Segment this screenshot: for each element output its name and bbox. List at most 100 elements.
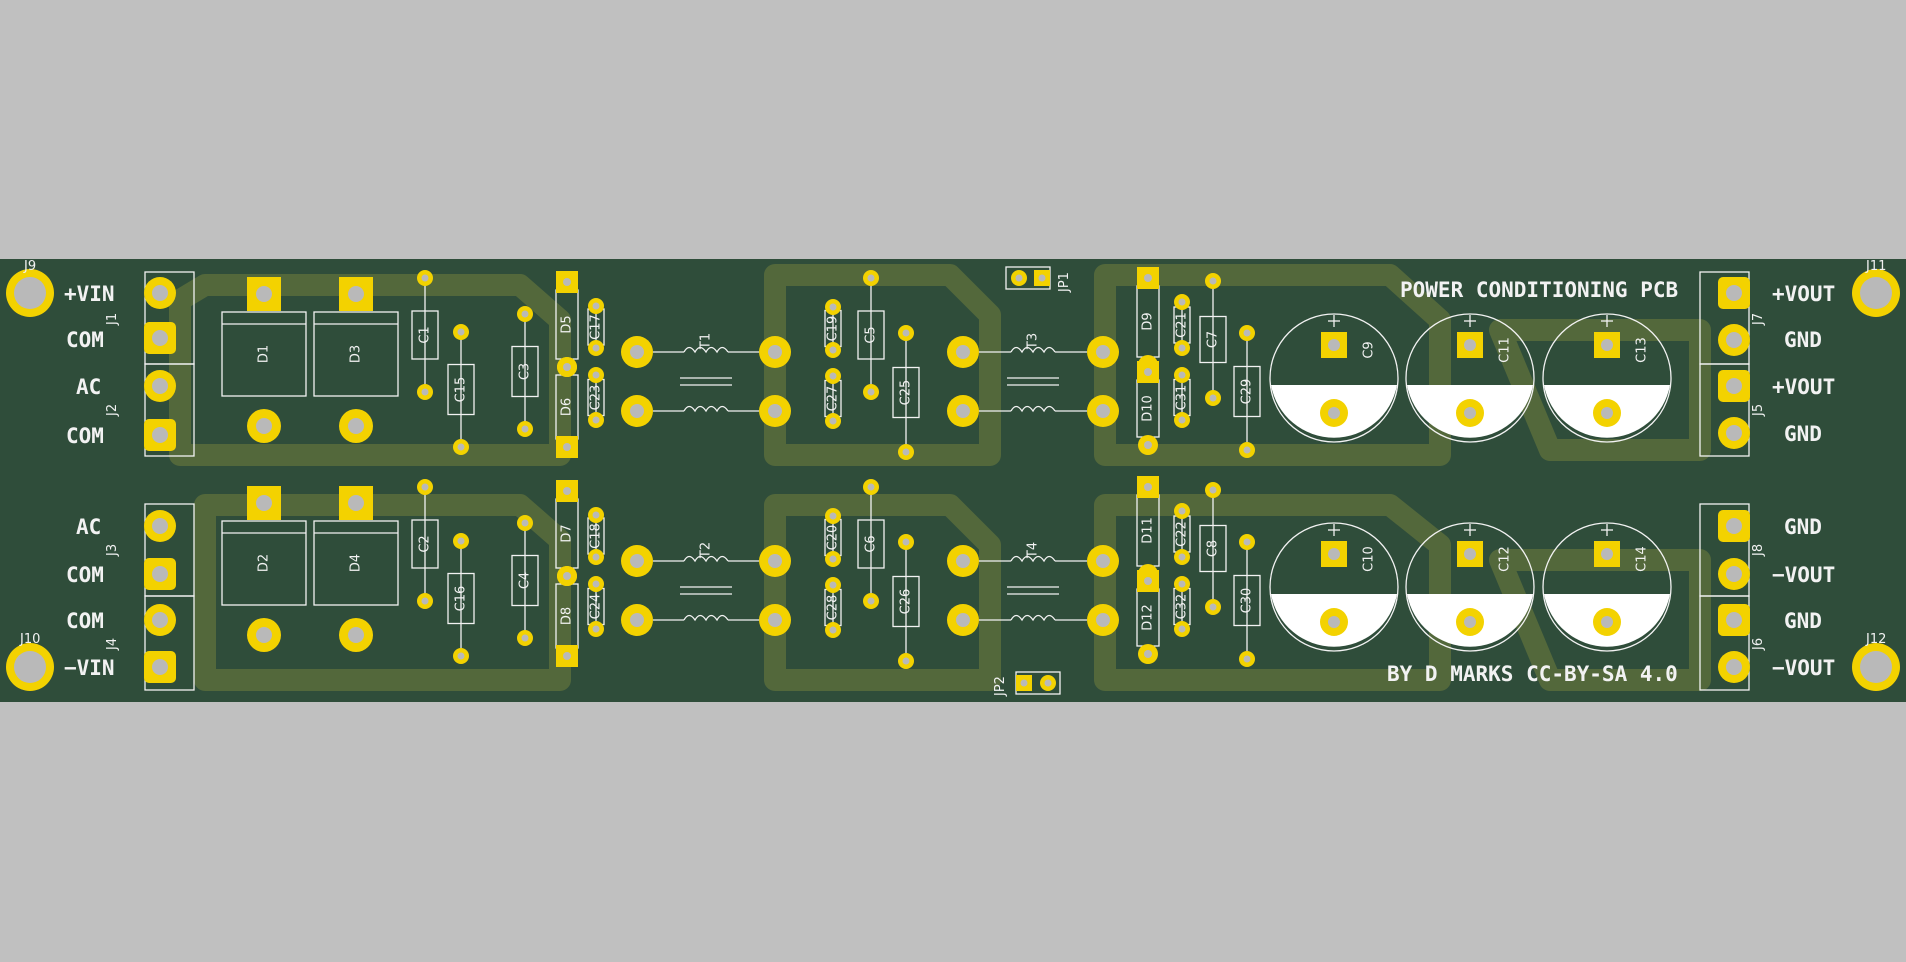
capacitor-c32: C32	[1173, 576, 1191, 637]
ref-label: D8	[560, 607, 575, 625]
ref-label: D11	[1141, 517, 1156, 544]
capacitor-c19: C19	[824, 299, 842, 358]
ref-label: C15	[454, 377, 469, 403]
capacitor-c30: C30	[1233, 534, 1261, 667]
ref-label: C14	[1635, 546, 1650, 572]
ref-label: J4	[105, 638, 120, 651]
mount-hole-label: J10	[19, 632, 40, 647]
ref-label: C21	[1175, 312, 1190, 338]
capacitor-c8: C8	[1199, 482, 1227, 615]
diode-d12: D12	[1136, 570, 1160, 664]
ref-label: C20	[826, 525, 841, 551]
mount-hole-label: J9	[23, 259, 36, 274]
ref-label: D2	[257, 554, 272, 572]
mount-hole-label: J11	[1865, 259, 1886, 274]
ref-label: C18	[589, 523, 604, 549]
mount-hole-j11: J11	[1852, 259, 1900, 317]
capacitor-c7: C7	[1199, 273, 1227, 406]
connector-j3: AC COM J3	[66, 503, 195, 597]
diode-d1: D1	[221, 277, 307, 443]
ref-label: C9	[1362, 341, 1377, 358]
capacitor-c13: C13	[1542, 313, 1672, 443]
pin-label: AC	[76, 375, 101, 399]
pin-label: COM	[66, 328, 104, 352]
capacitor-c2: C2	[411, 479, 439, 609]
pin-label: +VIN	[64, 282, 115, 306]
ref-label: C31	[1175, 385, 1190, 411]
mount-hole-label: J12	[1865, 632, 1886, 647]
ref-label: J7	[1751, 313, 1766, 326]
ref-label: C5	[864, 326, 879, 343]
ref-label: D9	[1141, 312, 1156, 330]
ref-label: T4	[1026, 542, 1041, 559]
ref-label: C19	[826, 316, 841, 342]
capacitor-c23: C23	[587, 367, 605, 428]
pin-label: GND	[1784, 328, 1822, 352]
ref-label: T2	[699, 542, 714, 559]
ref-label: J3	[105, 544, 120, 557]
ref-label: J2	[105, 404, 120, 417]
ref-label: C17	[589, 314, 604, 340]
pin-label: COM	[66, 609, 104, 633]
capacitor-c12: C12	[1405, 522, 1535, 652]
ref-label: C12	[1498, 546, 1513, 572]
capacitor-c17: C17	[587, 298, 605, 356]
diode-d10: D10	[1136, 361, 1160, 455]
ref-label: C27	[826, 386, 841, 412]
capacitor-c9: C9	[1269, 313, 1399, 443]
pin-label: AC	[76, 515, 101, 539]
ref-label: C10	[1362, 546, 1377, 572]
jumper-jp1: JP1	[1005, 266, 1072, 293]
capacitor-c5: C5	[857, 270, 885, 400]
jumper-jp2: JP2	[993, 671, 1061, 697]
connector-j1: +VIN COM J1	[64, 271, 195, 365]
ref-label: JP1	[1057, 272, 1072, 293]
ref-label: C2	[418, 535, 433, 552]
pin-label: −VIN	[64, 656, 115, 680]
connector-j2: AC COM J2	[66, 363, 195, 457]
mount-hole-j12: J12	[1852, 632, 1900, 691]
ref-label: C11	[1498, 337, 1513, 363]
ref-label: C22	[1175, 521, 1190, 547]
ref-label: D3	[349, 345, 364, 363]
ref-label: C1	[418, 326, 433, 343]
ref-label: D6	[560, 398, 575, 416]
diode-d8: D8	[555, 566, 579, 667]
pin-label: GND	[1784, 422, 1822, 446]
capacitor-c11: C11	[1405, 313, 1535, 443]
capacitor-c1: C1	[411, 270, 439, 400]
ref-label: J8	[1751, 544, 1766, 557]
pin-label: GND	[1784, 515, 1822, 539]
ref-label: C6	[864, 535, 879, 552]
transformer-t2: T2	[621, 542, 791, 636]
capacitor-c31: C31	[1173, 367, 1191, 428]
ref-label: C4	[518, 572, 533, 589]
ref-label: J6	[1751, 638, 1766, 651]
ref-label: C16	[454, 586, 469, 612]
ref-label: C28	[826, 595, 841, 621]
ref-label: C25	[899, 380, 914, 406]
transformer-t4: T4	[947, 542, 1119, 636]
connector-j5: +VOUT GND J5	[1699, 363, 1835, 457]
capacitor-c18: C18	[587, 507, 605, 565]
connector-j8: GND −VOUT J8	[1699, 503, 1835, 597]
ref-label: C32	[1175, 594, 1190, 620]
transformer-t3: T3	[947, 333, 1119, 427]
capacitor-c20: C20	[824, 508, 842, 567]
capacitor-c3: C3	[511, 306, 539, 437]
capacitor-c26: C26	[892, 534, 920, 669]
ref-label: C7	[1206, 331, 1221, 348]
pin-label: GND	[1784, 609, 1822, 633]
capacitor-c22: C22	[1173, 503, 1191, 565]
ref-label: D12	[1141, 604, 1156, 631]
diode-d3: D3	[313, 277, 399, 443]
transformer-t1: T1	[621, 333, 791, 427]
capacitor-c16: C16	[447, 533, 475, 664]
ref-label: D10	[1141, 395, 1156, 422]
mount-hole-j10: J10	[6, 632, 54, 691]
pin-label: +VOUT	[1772, 375, 1835, 399]
ref-label: D5	[560, 315, 575, 333]
